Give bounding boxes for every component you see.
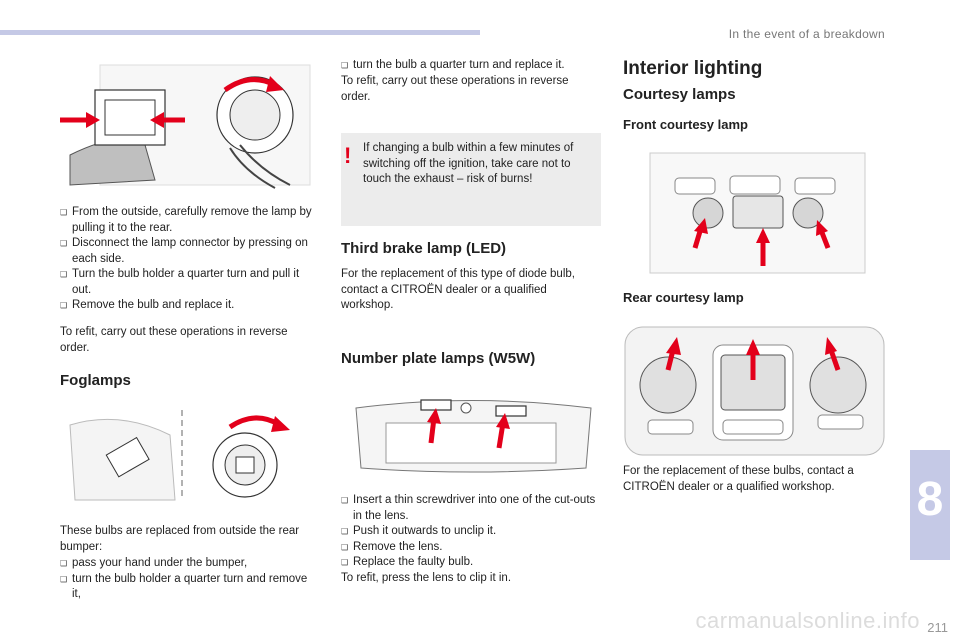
courtesy-heading: Courtesy lamps: [623, 86, 736, 103]
rear-courtesy-heading: Rear courtesy lamp: [623, 290, 744, 305]
list-item: Insert a thin screwdriver into one of th…: [341, 493, 603, 524]
list-item: pass your hand under the bumper,: [60, 556, 318, 572]
section-title: Third brake lamp (LED): [341, 240, 507, 257]
third-brake-text: For the replacement of this type of diod…: [341, 268, 575, 311]
third-brake-heading: Third brake lamp (LED): [341, 240, 506, 257]
front-courtesy-illustration: [645, 148, 870, 278]
list-item: From the outside, carefully remove the l…: [60, 205, 318, 236]
rear-courtesy-drawing: [624, 326, 885, 456]
list-item: Remove the lens.: [341, 540, 603, 556]
foglamp-illustration: [60, 405, 315, 505]
chapter-tab: 8: [910, 450, 950, 560]
list-item: turn the bulb a quarter turn and replace…: [341, 58, 601, 74]
foglamps-intro: These bulbs are replaced from outside th…: [60, 525, 300, 553]
chapter-number: 8: [916, 473, 944, 526]
number-plate-steps: Insert a thin screwdriver into one of th…: [341, 493, 603, 571]
refit-note-2: To refit, carry out these operations in …: [341, 75, 569, 103]
warning-text: If changing a bulb within a few minutes …: [363, 142, 574, 185]
list-item: Turn the bulb holder a quarter turn and …: [60, 267, 318, 298]
foglamps-heading: Foglamps: [60, 372, 131, 389]
foglamps-steps: pass your hand under the bumper, turn th…: [60, 556, 318, 603]
refit-note-1: To refit, carry out these operations in …: [60, 326, 288, 354]
front-courtesy-heading: Front courtesy lamp: [623, 117, 748, 132]
rear-courtesy-text: For the replacement of these bulbs, cont…: [623, 465, 854, 493]
page-number: 211: [927, 620, 948, 635]
number-plate-illustration: [341, 378, 603, 478]
number-plate-heading: Number plate lamps (W5W): [341, 350, 535, 367]
number-plate-refit: To refit, press the lens to clip it in.: [341, 572, 512, 584]
foglamp-step-list: pass your hand under the bumper, turn th…: [60, 556, 318, 603]
list-item: Remove the bulb and replace it.: [60, 298, 318, 314]
foglamp-drawing: [69, 410, 290, 501]
interior-lighting-heading: Interior lighting: [623, 58, 762, 80]
rear-lamp-illustration: [60, 60, 315, 190]
number-plate-drawing: [355, 399, 592, 473]
page-title: Interior lighting: [623, 58, 763, 79]
section-title: Foglamps: [60, 372, 131, 389]
header-band: [0, 30, 480, 35]
list-item: Replace the faulty bulb.: [341, 555, 603, 571]
number-plate-step-list: Insert a thin screwdriver into one of th…: [341, 493, 603, 571]
subsection-title: Front courtesy lamp: [623, 117, 748, 132]
lamp-steps: From the outside, carefully remove the l…: [60, 205, 318, 314]
bulb-step: turn the bulb a quarter turn and replace…: [341, 58, 601, 74]
lamp-step-list: From the outside, carefully remove the l…: [60, 205, 318, 314]
rear-lamp-drawing: [60, 64, 311, 189]
warning-box: ! If changing a bulb within a few minute…: [341, 133, 601, 226]
warning-icon: !: [344, 143, 352, 168]
section-title: Courtesy lamps: [623, 86, 736, 103]
rear-courtesy-illustration: [623, 325, 886, 457]
list-item: Push it outwards to unclip it.: [341, 524, 603, 540]
watermark: carmanualsonline.info: [695, 608, 920, 633]
front-courtesy-drawing: [649, 152, 866, 274]
subsection-title: Rear courtesy lamp: [623, 290, 744, 305]
bulb-step-list: turn the bulb a quarter turn and replace…: [341, 58, 601, 74]
section-title: Number plate lamps (W5W): [341, 350, 536, 367]
section-header: In the event of a breakdown: [728, 27, 885, 41]
list-item: Disconnect the lamp connector by pressin…: [60, 236, 318, 267]
list-item: turn the bulb holder a quarter turn and …: [60, 572, 318, 603]
